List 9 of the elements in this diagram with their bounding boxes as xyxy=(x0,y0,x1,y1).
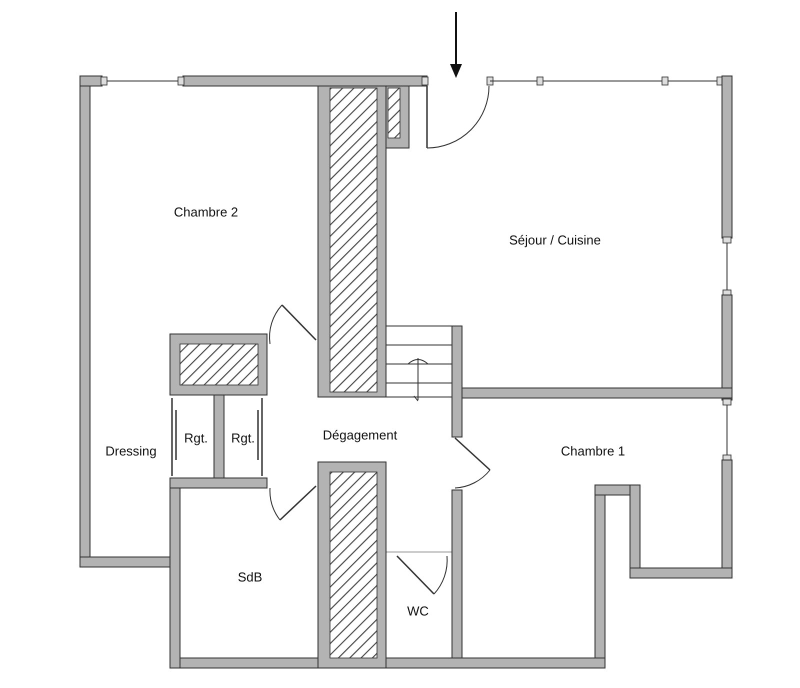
room-label: Chambre 1 xyxy=(560,444,626,458)
room-label: Rgt. xyxy=(184,430,208,446)
room-label: Chambre 2 xyxy=(174,204,238,220)
room-label: WC xyxy=(407,604,429,618)
room-label: Séjour / Cuisine xyxy=(509,232,601,248)
room-label: Rgt. xyxy=(231,430,255,446)
room-label: SdB xyxy=(238,570,262,584)
room-label: Dégagement xyxy=(322,428,398,442)
room-label: Dressing xyxy=(105,444,157,458)
